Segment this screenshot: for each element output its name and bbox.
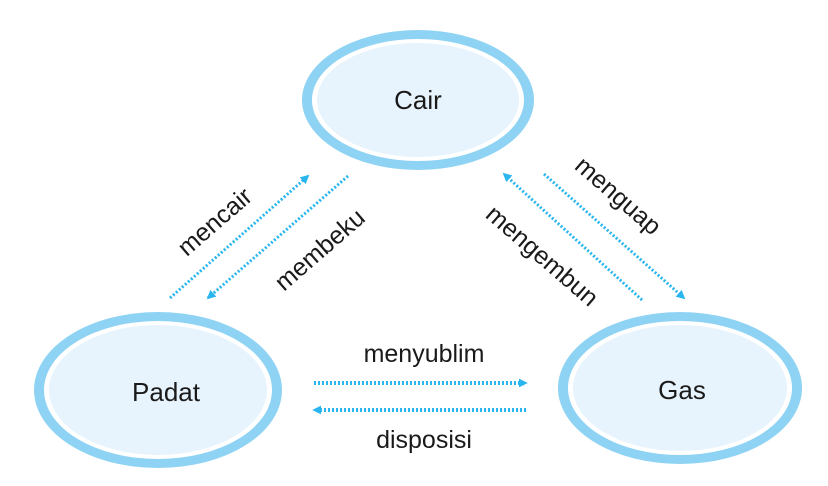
arrow-mencair [169, 174, 310, 300]
node-cair: Cair [302, 30, 534, 170]
node-padat-label: Padat [132, 377, 201, 407]
label-menyublim: menyublim [364, 340, 485, 368]
node-cair-label: Cair [394, 85, 442, 115]
label-menguap: menguap [569, 151, 666, 241]
node-padat: Padat [34, 312, 282, 468]
label-mengembun: mengembun [480, 200, 603, 312]
label-mencair: mencair [172, 182, 257, 261]
node-gas-label: Gas [658, 375, 706, 405]
arrow-mengembun [502, 172, 644, 302]
label-disposisi: disposisi [376, 426, 472, 454]
label-membeku: membeku [269, 203, 370, 296]
arrow-membeku [206, 174, 349, 300]
arrow-menguap [543, 172, 686, 300]
node-gas: Gas [558, 312, 802, 464]
